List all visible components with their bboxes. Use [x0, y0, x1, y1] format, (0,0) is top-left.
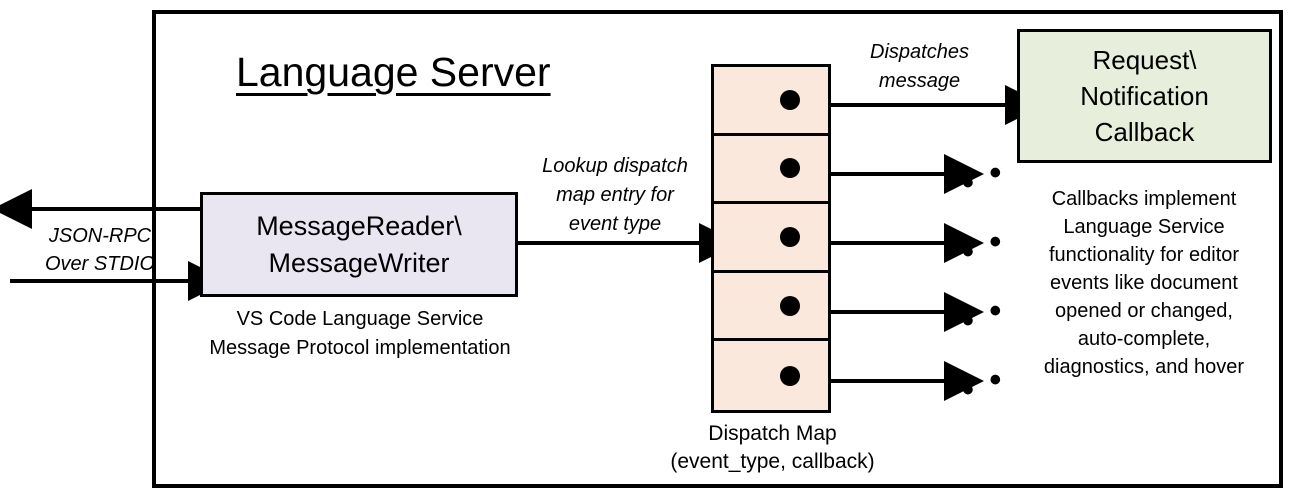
- dispatches-label-line1: Dispatches: [870, 41, 969, 63]
- json-rpc-label-line2: Over STDIO: [44, 253, 155, 275]
- entry-dot: [780, 89, 800, 110]
- callback-caption-line5: opened or changed,: [1055, 300, 1233, 322]
- dispatch-map-row-5[interactable]: [714, 341, 828, 410]
- message-box-caption-line1: VS Code Language Service: [236, 308, 484, 330]
- callback-caption-line3: functionality for editor: [1048, 244, 1240, 266]
- entry-dot: [780, 158, 800, 179]
- callback-caption-line6: auto-complete,: [1077, 328, 1211, 350]
- entry-dot: [780, 295, 800, 316]
- dispatch-map-caption-line2: (event_type, callback): [670, 450, 875, 473]
- json-rpc-transport-label: JSON-RPC Over STDIO: [20, 222, 180, 278]
- dispatch-map-caption: Dispatch Map (event_type, callback): [650, 420, 895, 476]
- entry-dot: [780, 365, 800, 386]
- dispatch-map-table[interactable]: [711, 64, 831, 413]
- dispatch-map-row-3[interactable]: [714, 204, 828, 273]
- callback-caption-line7: diagnostics, and hover: [1043, 356, 1245, 378]
- json-rpc-label-line1: JSON-RPC: [48, 225, 152, 247]
- language-server-boundary: [152, 10, 1283, 488]
- lookup-label-line2: map entry for: [556, 184, 674, 206]
- message-reader-writer-box[interactable]: MessageReader\ MessageWriter: [200, 192, 518, 297]
- callback-box-line3: Callback: [1094, 117, 1195, 147]
- ellipsis-row-5: • • •: [962, 361, 1005, 409]
- lookup-label-line1: Lookup dispatch: [542, 155, 688, 177]
- message-box-caption: VS Code Language Service Message Protoco…: [190, 305, 530, 363]
- callback-box-caption: Callbacks implement Language Service fun…: [1008, 185, 1280, 381]
- callback-caption-line1: Callbacks implement: [1051, 188, 1237, 210]
- dispatch-map-row-1[interactable]: [714, 67, 828, 136]
- dispatches-message-label: Dispatches message: [832, 38, 1007, 96]
- ellipsis-row-3: • • •: [962, 223, 1005, 271]
- dispatch-map-row-2[interactable]: [714, 136, 828, 205]
- lookup-label-line3: event type: [568, 213, 662, 235]
- lookup-dispatch-label: Lookup dispatch map entry for event type: [520, 152, 710, 239]
- message-box-caption-line2: Message Protocol implementation: [209, 337, 511, 359]
- message-reader-label: MessageReader\: [256, 210, 462, 241]
- ellipsis-row-4: • • •: [962, 292, 1005, 340]
- callback-caption-line2: Language Service: [1063, 216, 1225, 238]
- dispatch-map-row-4[interactable]: [714, 273, 828, 342]
- callback-box-line2: Notification: [1080, 81, 1209, 111]
- entry-dot: [780, 226, 800, 247]
- page-title: Language Server: [236, 49, 551, 95]
- ellipsis-row-2: • • •: [962, 154, 1005, 202]
- message-writer-label: MessageWriter: [268, 247, 450, 278]
- callback-caption-line4: events like document: [1050, 272, 1238, 294]
- request-notification-callback-box[interactable]: Request\ Notification Callback: [1017, 29, 1272, 163]
- dispatch-map-caption-line1: Dispatch Map: [708, 422, 837, 445]
- callback-box-line1: Request\: [1092, 45, 1197, 75]
- dispatches-label-line2: message: [878, 70, 961, 92]
